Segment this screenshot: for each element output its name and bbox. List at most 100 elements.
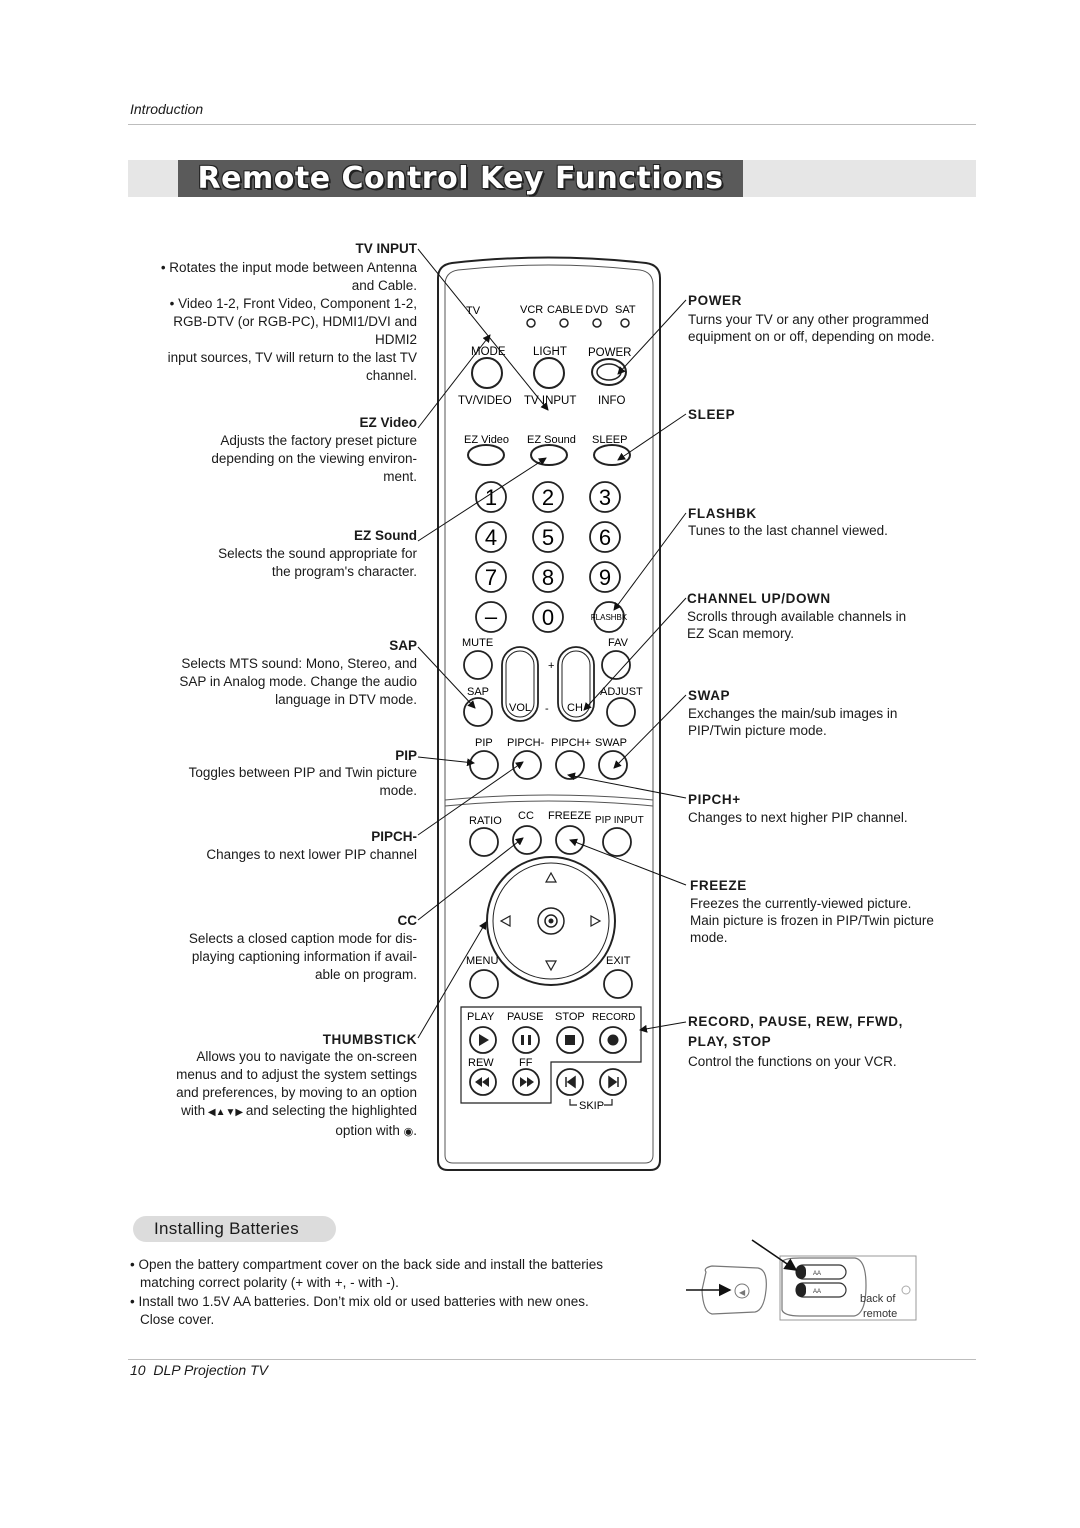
thumbstick-down-icon [544, 960, 558, 972]
thumbstick-right-icon [590, 914, 602, 928]
cc-button [512, 825, 542, 855]
ez-sound-desc: Selects the sound appropriate for the pr… [218, 546, 417, 579]
fav-button [601, 650, 631, 680]
info-button-label: INFO [598, 395, 626, 407]
adjust-button-label: ADJUST [600, 686, 643, 698]
swap-button-label: SWAP [595, 737, 627, 749]
mode-led-vcr [526, 318, 536, 328]
digit-6: 6 [599, 525, 611, 550]
ezsound-button [530, 444, 568, 466]
mode-label-vcr: VCR [520, 304, 543, 316]
ff-button-label: FF [519, 1057, 533, 1069]
skip-forward-icon [608, 1075, 619, 1089]
pipch-minus-button [512, 750, 542, 780]
channel-title: CHANNEL UP/DOWN [687, 591, 831, 606]
pipinput-button-label: PIP INPUT [595, 815, 644, 826]
callout-leaders [417, 248, 687, 1039]
battery-remote-arrow-icon: ◀ [739, 1288, 746, 1297]
thumbstick-left-icon [499, 914, 511, 928]
product-name: DLP Projection TV [153, 1362, 268, 1378]
record-desc: Control the functions on your VCR. [688, 1054, 897, 1069]
digit-8: 8 [542, 565, 554, 590]
ch-label: CH [567, 702, 583, 714]
pipinput-button [602, 827, 632, 857]
section-label: Introduction [130, 101, 204, 117]
ez-video-desc: Adjusts the factory preset picture depen… [211, 433, 417, 484]
rew-button-label: REW [468, 1057, 494, 1069]
pip-button-label: PIP [475, 737, 493, 749]
ezsound-button-label: EZ Sound [527, 434, 576, 446]
power-desc: Turns your TV or any other programmed eq… [688, 312, 935, 344]
tv-input-desc: • Rotates the input mode between Antenna… [160, 260, 417, 383]
swap-button [598, 750, 628, 780]
thumbstick-desc: Allows you to navigate the on-screen men… [176, 1049, 417, 1138]
menu-button [469, 969, 499, 999]
cc-button-label: CC [518, 810, 534, 822]
arrow-keys-icon: ◀▲▼▶ [205, 1107, 246, 1118]
stop-button-label: STOP [555, 1011, 585, 1023]
power-title: POWER [688, 293, 743, 308]
flashbk-title: FLASHBK [688, 506, 757, 521]
digit-0: 0 [542, 605, 554, 630]
sap-desc: Selects MTS sound: Mono, Stereo, and SAP… [179, 656, 417, 707]
mode-button [471, 357, 503, 389]
installing-batteries-heading: Installing Batteries [133, 1216, 336, 1242]
sap-button-label: SAP [467, 686, 489, 698]
pip-desc: Toggles between PIP and Twin picture mod… [188, 765, 417, 798]
pipch-plus-button-label: PIPCH+ [551, 737, 591, 749]
menu-button-label: MENU [466, 955, 498, 967]
swap-title: SWAP [688, 688, 731, 703]
mode-led-cable [559, 318, 569, 328]
play-button-label: PLAY [467, 1011, 495, 1023]
ratio-button [469, 827, 499, 857]
digit-4: 4 [485, 525, 497, 550]
play-icon [479, 1034, 489, 1046]
pause-button [512, 1026, 540, 1054]
title-box [178, 160, 743, 197]
minus-label: - [545, 703, 549, 715]
pipch-minus-desc: Changes to next lower PIP channel [206, 847, 417, 862]
ezvideo-button-label: EZ Video [464, 434, 509, 446]
thumbstick-title: THUMBSTICK [322, 1032, 417, 1047]
ff-icon [520, 1077, 534, 1087]
record-title: RECORD, PAUSE, REW, FFWD, [688, 1014, 904, 1029]
digit-3: 3 [599, 485, 611, 510]
cc-title: CC [397, 913, 418, 928]
plus-label: + [548, 660, 554, 672]
battery-1-label: AA [813, 1271, 821, 1277]
digit-7: 7 [485, 565, 497, 590]
channel-desc: Scrolls through available channels in EZ… [687, 609, 907, 641]
cc-desc: Selects a closed caption mode for dis- p… [188, 931, 417, 982]
header-divider [128, 124, 976, 125]
page-number: 10 [130, 1362, 146, 1378]
mute-button-label: MUTE [462, 637, 493, 649]
flashbk-desc: Tunes to the last channel viewed. [688, 523, 888, 538]
record-title-2: PLAY, STOP [688, 1034, 772, 1049]
pip-button [469, 750, 499, 780]
sap-title: SAP [389, 638, 417, 653]
back-of-remote-label-1: back of [860, 1293, 896, 1305]
pipch-plus-title: PIPCH+ [688, 792, 741, 807]
battery-2-label: AA [813, 1289, 821, 1295]
exit-button-label: EXIT [606, 955, 631, 967]
mute-button [463, 650, 493, 680]
skip-label: SKIP [579, 1100, 604, 1112]
digit-5: 5 [542, 525, 554, 550]
freeze-button-label: FREEZE [548, 810, 591, 822]
record-button-label: RECORD [592, 1012, 635, 1023]
battery-bullet-2: • Install two 1.5V AA batteries. Don’t m… [130, 1294, 589, 1327]
battery-bullet-1: • Open the battery compartment cover on … [130, 1257, 603, 1290]
battery-illustration: ◀ AA AA back of remote [686, 1239, 917, 1321]
ez-video-title: EZ Video [359, 415, 417, 430]
sleep-title: SLEEP [688, 407, 736, 422]
mode-label-dvd: DVD [585, 304, 608, 316]
power-button-label: POWER [588, 347, 631, 359]
flashbk-button-label: FLASHBK [591, 613, 628, 622]
vol-rocker [501, 646, 539, 722]
tv-input-title: TV INPUT [355, 241, 417, 256]
tvinput-button-label: TV INPUT [524, 395, 576, 407]
thumbstick-up-icon [544, 871, 558, 883]
pipch-minus-title: PIPCH- [371, 829, 417, 844]
freeze-desc: Freezes the currently-viewed picture. Ma… [690, 896, 934, 945]
